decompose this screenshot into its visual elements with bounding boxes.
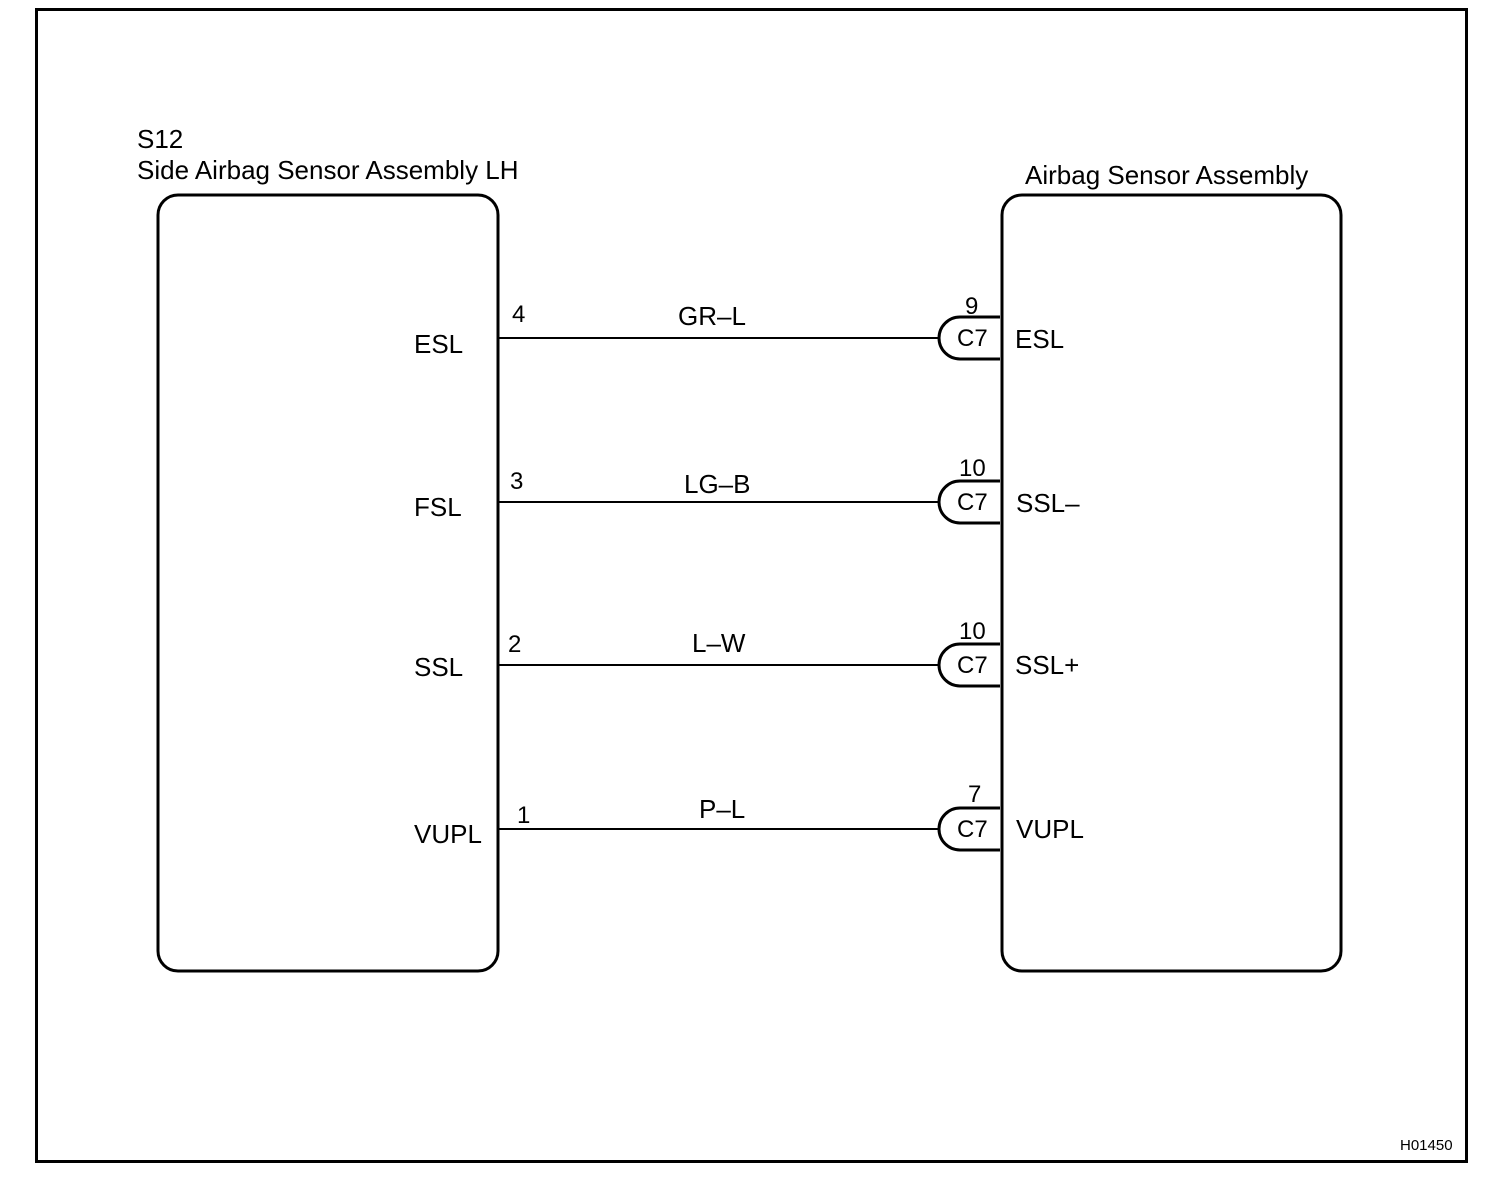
left-component-code: S12: [137, 124, 184, 154]
connector-code: C7: [957, 489, 988, 516]
connector-symbol: [937, 479, 1000, 525]
left-pin-label: FSL: [414, 492, 462, 522]
left-pin-label: SSL: [414, 652, 464, 682]
connector-code: C7: [957, 652, 988, 679]
wire-color-label: LG–B: [684, 469, 751, 499]
connector-code: C7: [957, 816, 988, 843]
left-pin-number: 1: [517, 802, 531, 829]
wire-color-label: L–W: [692, 628, 746, 658]
right-component-box: [1000, 193, 1343, 973]
left-pin-number: 2: [508, 631, 522, 658]
right-pin-label: SSL–: [1016, 488, 1080, 518]
right-pin-number: 10: [959, 618, 986, 645]
right-pin-label: ESL: [1015, 324, 1065, 354]
left-pin-label: VUPL: [414, 819, 482, 849]
connector-code: C7: [957, 325, 988, 352]
connector-symbol: [937, 642, 1000, 688]
left-component-box: [156, 193, 500, 973]
left-pin-label: ESL: [414, 329, 464, 359]
left-component-name: Side Airbag Sensor Assembly LH: [137, 155, 519, 185]
right-pin-label: VUPL: [1016, 814, 1084, 844]
diagram-frame: [35, 8, 1468, 1163]
right-pin-number: 10: [959, 455, 986, 482]
connector-symbol: [937, 315, 1000, 361]
right-pin-number: 9: [965, 293, 979, 320]
left-pin-number: 3: [510, 468, 524, 495]
figure-id: H01450: [1400, 1137, 1453, 1154]
right-pin-label: SSL+: [1015, 650, 1080, 680]
wire-color-label: P–L: [699, 794, 746, 824]
right-pin-number: 7: [968, 781, 982, 808]
wire-color-label: GR–L: [678, 301, 746, 331]
left-pin-number: 4: [512, 301, 526, 328]
right-component-name: Airbag Sensor Assembly: [1025, 160, 1309, 190]
connector-symbol: [937, 806, 1000, 852]
